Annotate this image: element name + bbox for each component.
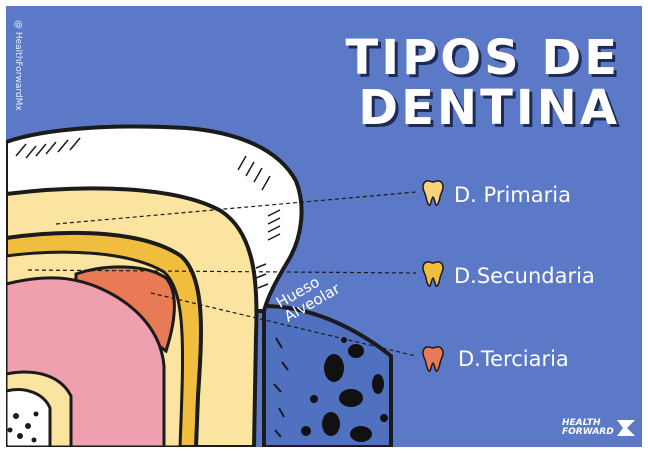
title-line-2: DENTINA xyxy=(358,84,620,132)
brand-arrow-icon xyxy=(616,418,636,438)
label-secondary-dentin: D.Secundaria xyxy=(454,266,595,287)
brand-logo: HEALTH FORWARD xyxy=(562,419,614,437)
tooth-icon xyxy=(421,179,445,207)
tooth-icon xyxy=(421,345,445,373)
brand-line-2: FORWARD xyxy=(562,428,614,437)
infographic-poster: @ HealthForwardMx TIPOS DE DENTINA D. Pr… xyxy=(6,6,642,447)
label-tertiary-dentin: D.Terciaria xyxy=(458,349,569,370)
label-primary-dentin: D. Primaria xyxy=(454,185,571,206)
social-handle: @ HealthForwardMx xyxy=(13,20,23,111)
tooth-icon xyxy=(421,260,445,288)
title-line-1: TIPOS DE xyxy=(346,34,621,82)
